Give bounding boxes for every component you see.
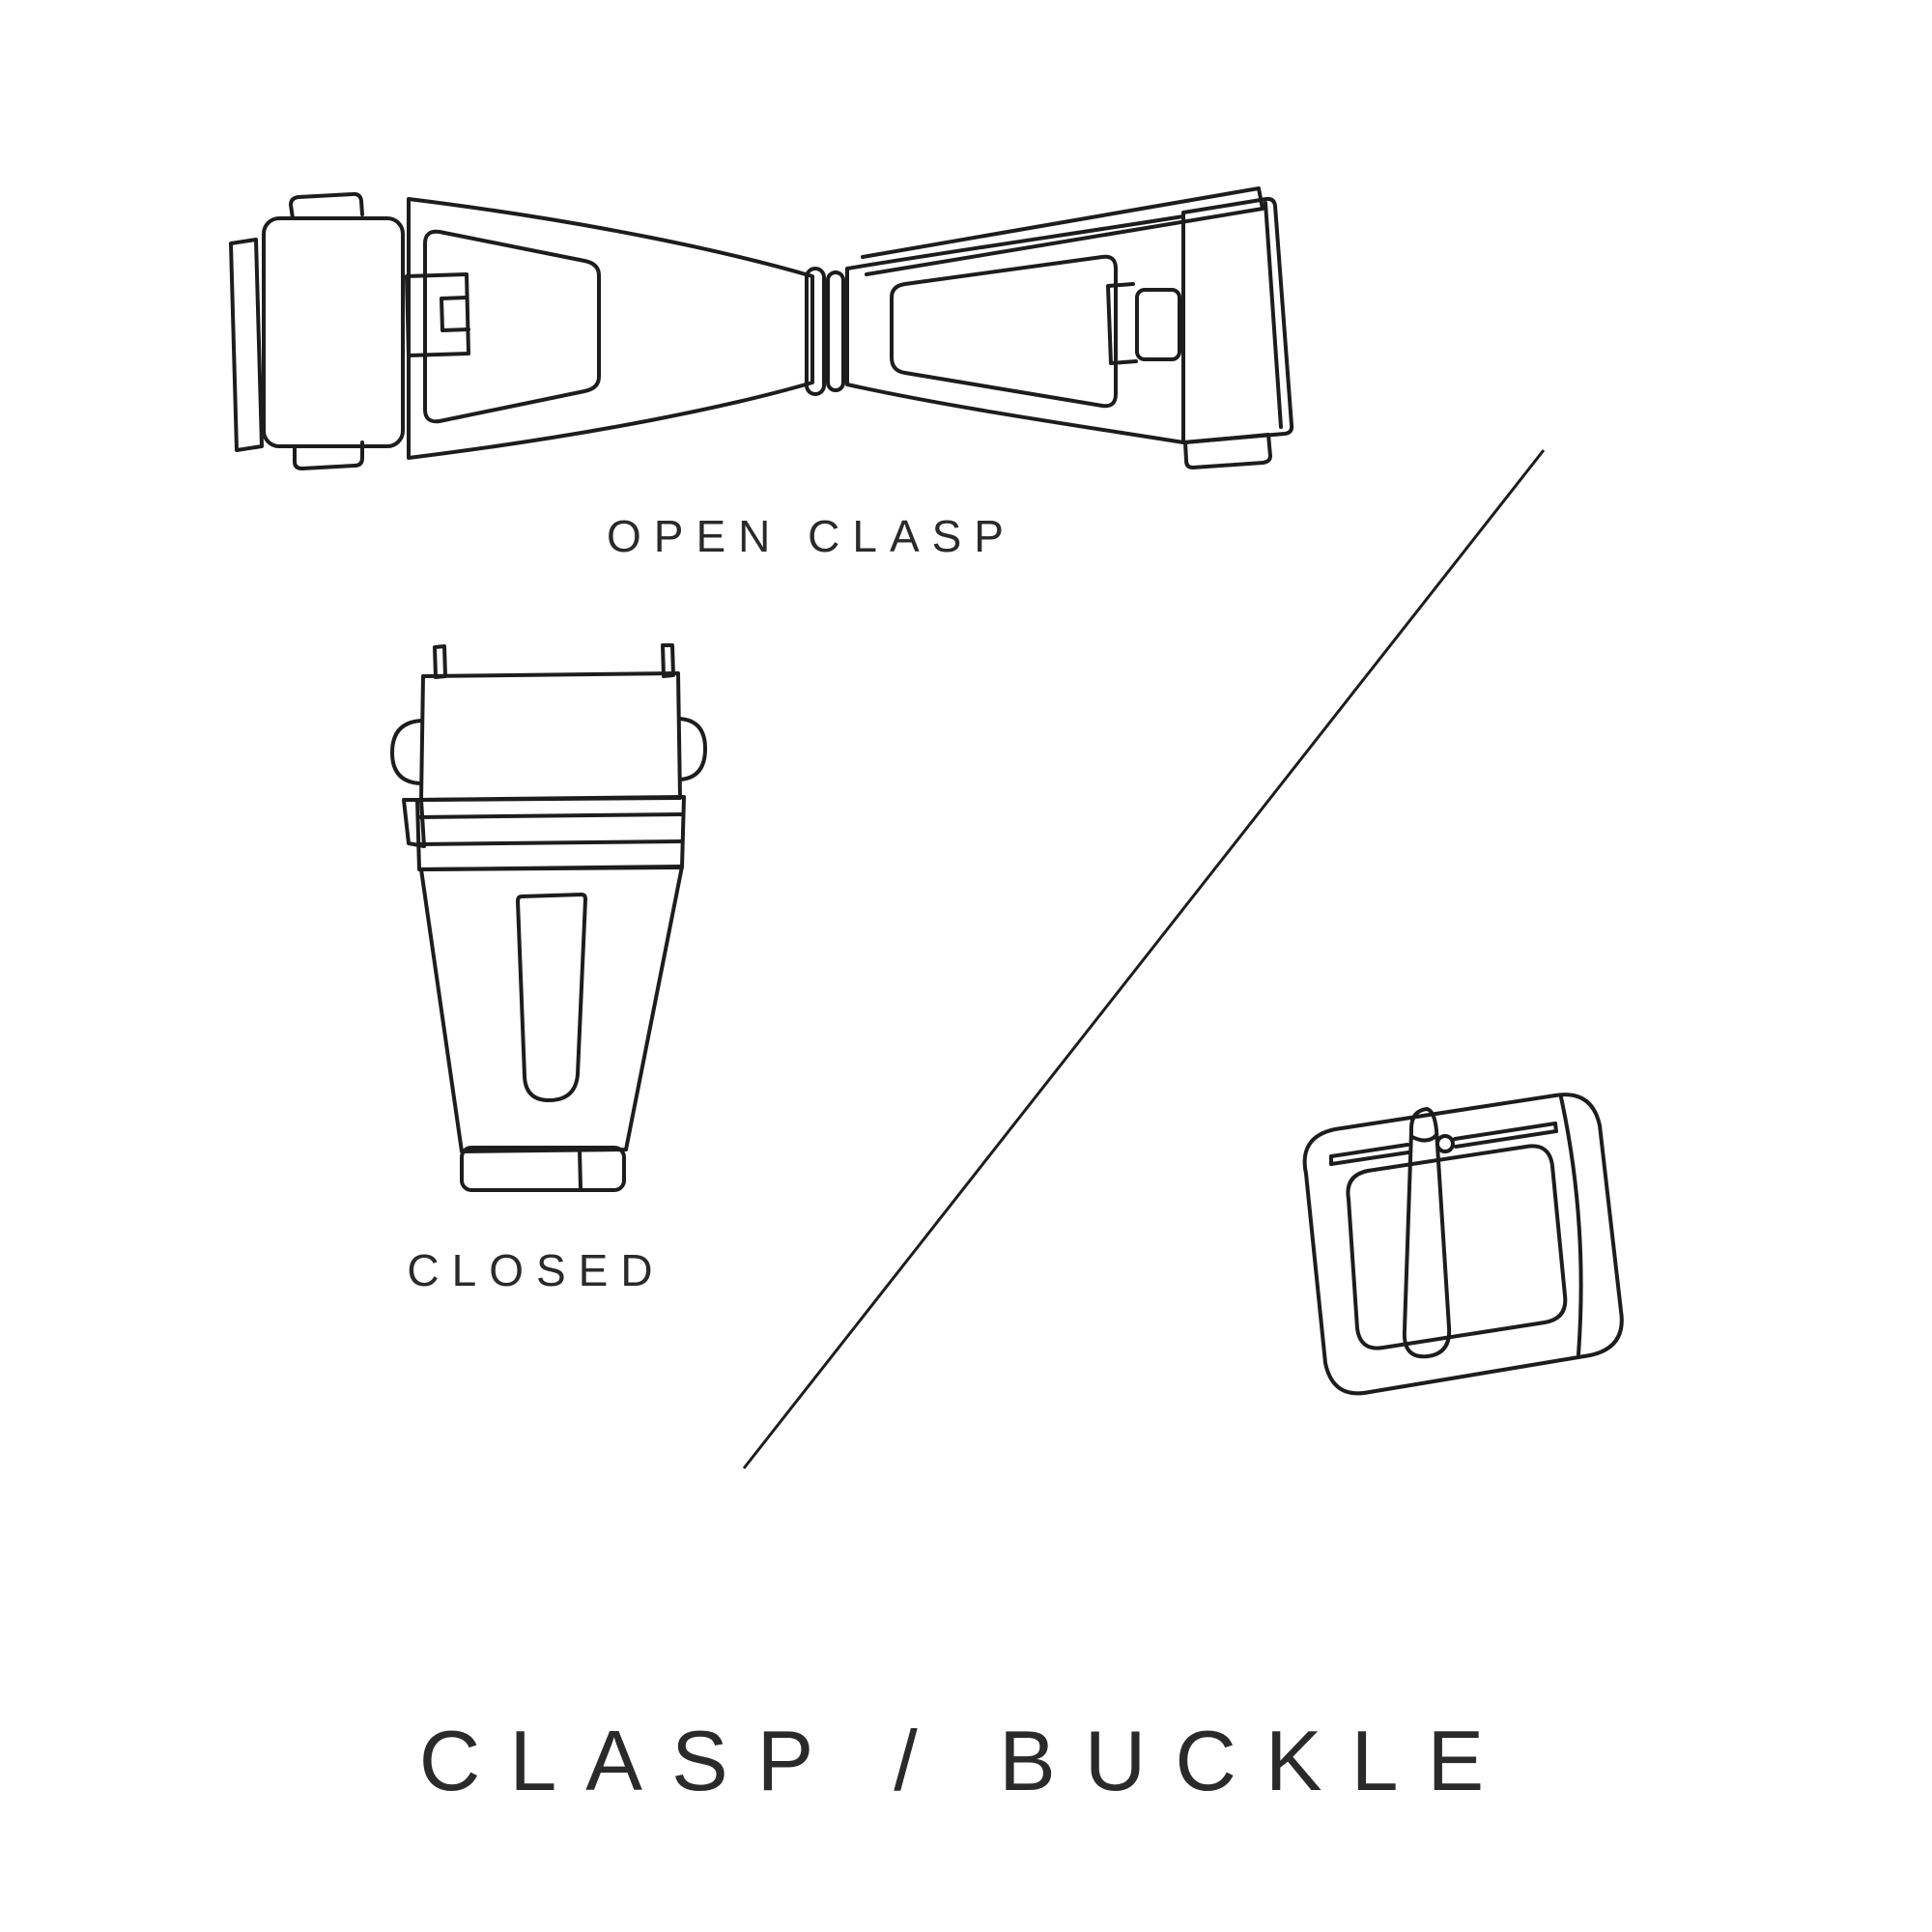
closed-clasp-icon [390, 643, 707, 1192]
open-clasp-icon [229, 186, 1294, 470]
pin-buckle-icon [1302, 1093, 1624, 1396]
page-title: CLASP / BUCKLE [418, 1713, 1514, 1808]
closed-clasp-label: CLOSED [407, 1245, 666, 1295]
buckle-illustration [1302, 1093, 1624, 1396]
open-clasp-label: OPEN CLASP [607, 511, 1016, 561]
closed-clasp-illustration [390, 643, 707, 1192]
open-clasp-illustration [229, 186, 1294, 470]
